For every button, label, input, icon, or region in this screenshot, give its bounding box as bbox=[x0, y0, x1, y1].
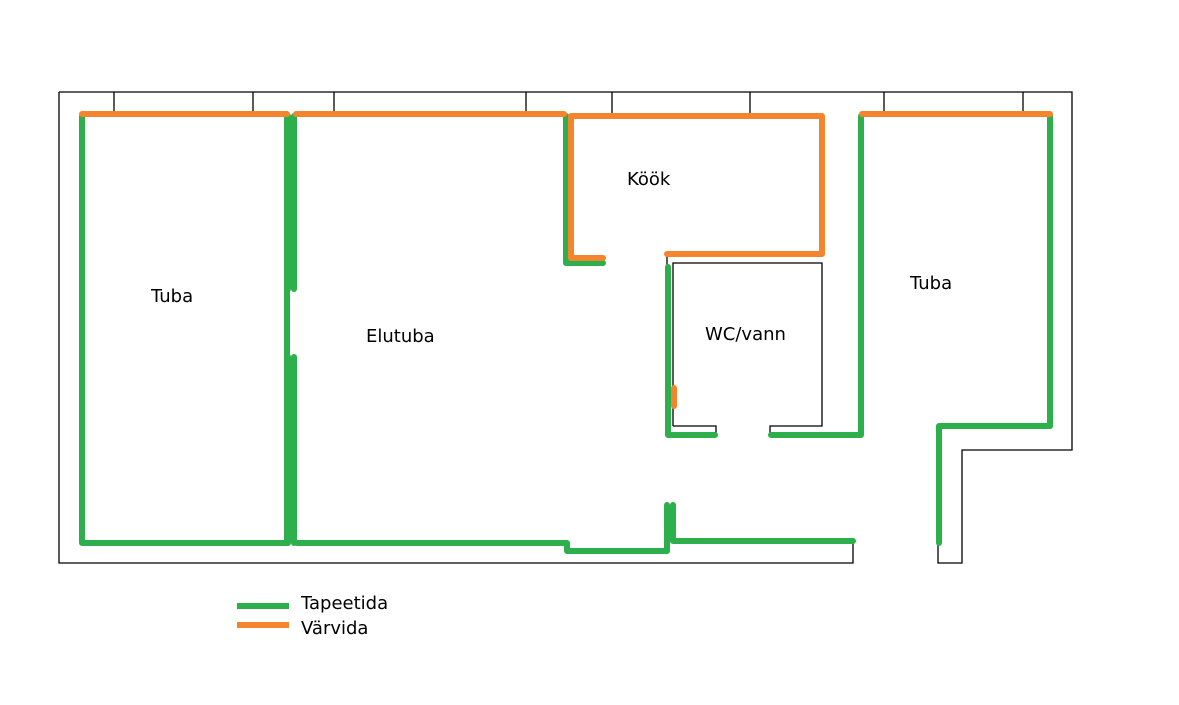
legend-label-paint: Värvida bbox=[301, 618, 368, 639]
wallpaper-walls bbox=[79, 113, 1053, 554]
legend-label-wallpaper: Tapeetida bbox=[300, 593, 388, 614]
wall-elutuba-bottom bbox=[294, 502, 670, 554]
room-label-tuba-left: Tuba bbox=[150, 286, 193, 307]
paint-walls bbox=[79, 111, 1053, 409]
room-label-tuba-right: Tuba bbox=[909, 273, 952, 294]
wall-hall-right bbox=[768, 113, 864, 438]
wall-hall-bottom bbox=[670, 502, 856, 544]
wall-tuba-right-lower bbox=[936, 423, 1053, 546]
wall-kitchen bbox=[568, 113, 825, 261]
room-label-wc-vann: WC/vann bbox=[705, 324, 786, 345]
wall-kitchen-left bbox=[563, 113, 606, 266]
room-label-elutuba: Elutuba bbox=[366, 326, 435, 347]
room-label-kook: Köök bbox=[627, 169, 671, 190]
building-outline bbox=[58, 91, 1073, 564]
wc-outline bbox=[672, 262, 823, 435]
wall-wc-left bbox=[665, 264, 718, 438]
wall-tuba-left-outer bbox=[79, 113, 290, 546]
legend: Tapeetida Värvida bbox=[237, 593, 388, 639]
